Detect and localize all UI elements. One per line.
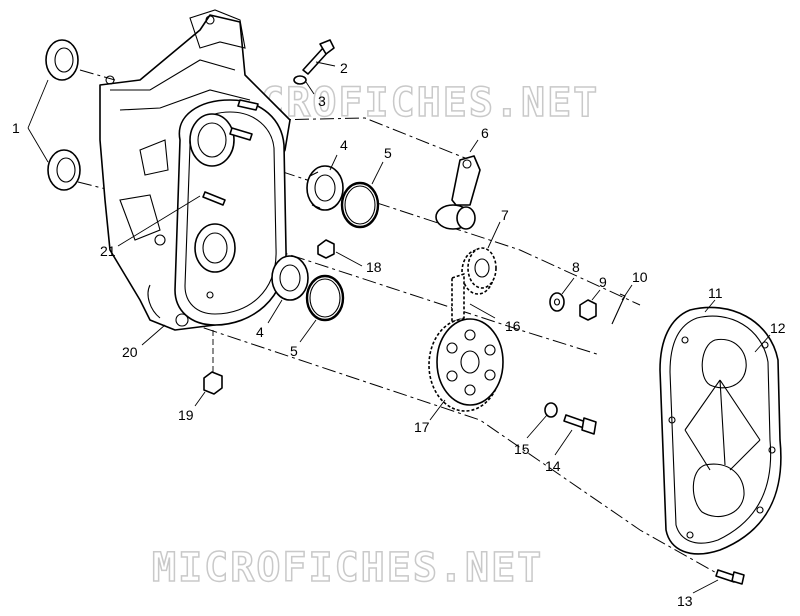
lower-sprocket: [428, 318, 504, 412]
cotter-pin: [611, 293, 626, 325]
washer-8: [549, 292, 565, 312]
callout-11: 11: [708, 285, 723, 301]
washer-top: [293, 75, 307, 85]
callout-20: 20: [122, 344, 138, 360]
o-ring-upper: [340, 181, 380, 229]
stud: [202, 191, 226, 206]
callout-4: 4: [340, 137, 348, 153]
callout-1: 1: [12, 120, 20, 136]
tensioner-arm: [435, 155, 481, 230]
callout-3: 3: [318, 93, 326, 109]
callout-18: 18: [366, 259, 382, 275]
callout-8: 8: [572, 259, 580, 275]
castle-nut: [579, 299, 597, 321]
callout-21: 21: [100, 243, 116, 259]
callout-9: 9: [599, 274, 607, 290]
bolt-top: [302, 39, 335, 75]
bearing-lower: [271, 255, 309, 301]
callout-10: 10: [632, 269, 648, 285]
callout-6: 6: [481, 125, 489, 141]
leader-lines: [27, 61, 771, 594]
o-ring-lower: [305, 274, 345, 322]
bushing: [317, 239, 335, 259]
drain-plug: [203, 330, 223, 395]
bolt-14: [563, 414, 597, 435]
callout-5: 5: [384, 145, 392, 161]
upper-sprocket: [451, 247, 497, 323]
seal-lower: [47, 149, 81, 191]
callout-2: 2: [340, 60, 348, 76]
callout-15: 15: [514, 441, 530, 457]
bearing-upper: [306, 165, 344, 211]
callout-17: 17: [414, 419, 430, 435]
callout-13: 13: [677, 593, 693, 609]
callout-16: 16: [505, 318, 521, 334]
callout-7: 7: [501, 207, 509, 223]
dowel-pins: [229, 99, 259, 141]
washer-15: [544, 402, 558, 418]
chaincase-flange: [174, 99, 287, 326]
watermark-bottom: MICROFICHES.NET: [152, 545, 543, 591]
callout-labels: 1 2 3 4 5 6 7 8 9 10 11 12 13 14 15 16 1…: [12, 60, 786, 609]
callout-5-lower: 5: [290, 343, 298, 359]
seal-upper: [45, 39, 79, 81]
chaincase-cover: [659, 306, 782, 555]
callout-19: 19: [178, 407, 194, 423]
bolt-13: [715, 569, 745, 585]
callout-14: 14: [545, 458, 561, 474]
callout-4-lower: 4: [256, 324, 264, 340]
callout-12: 12: [770, 320, 786, 336]
